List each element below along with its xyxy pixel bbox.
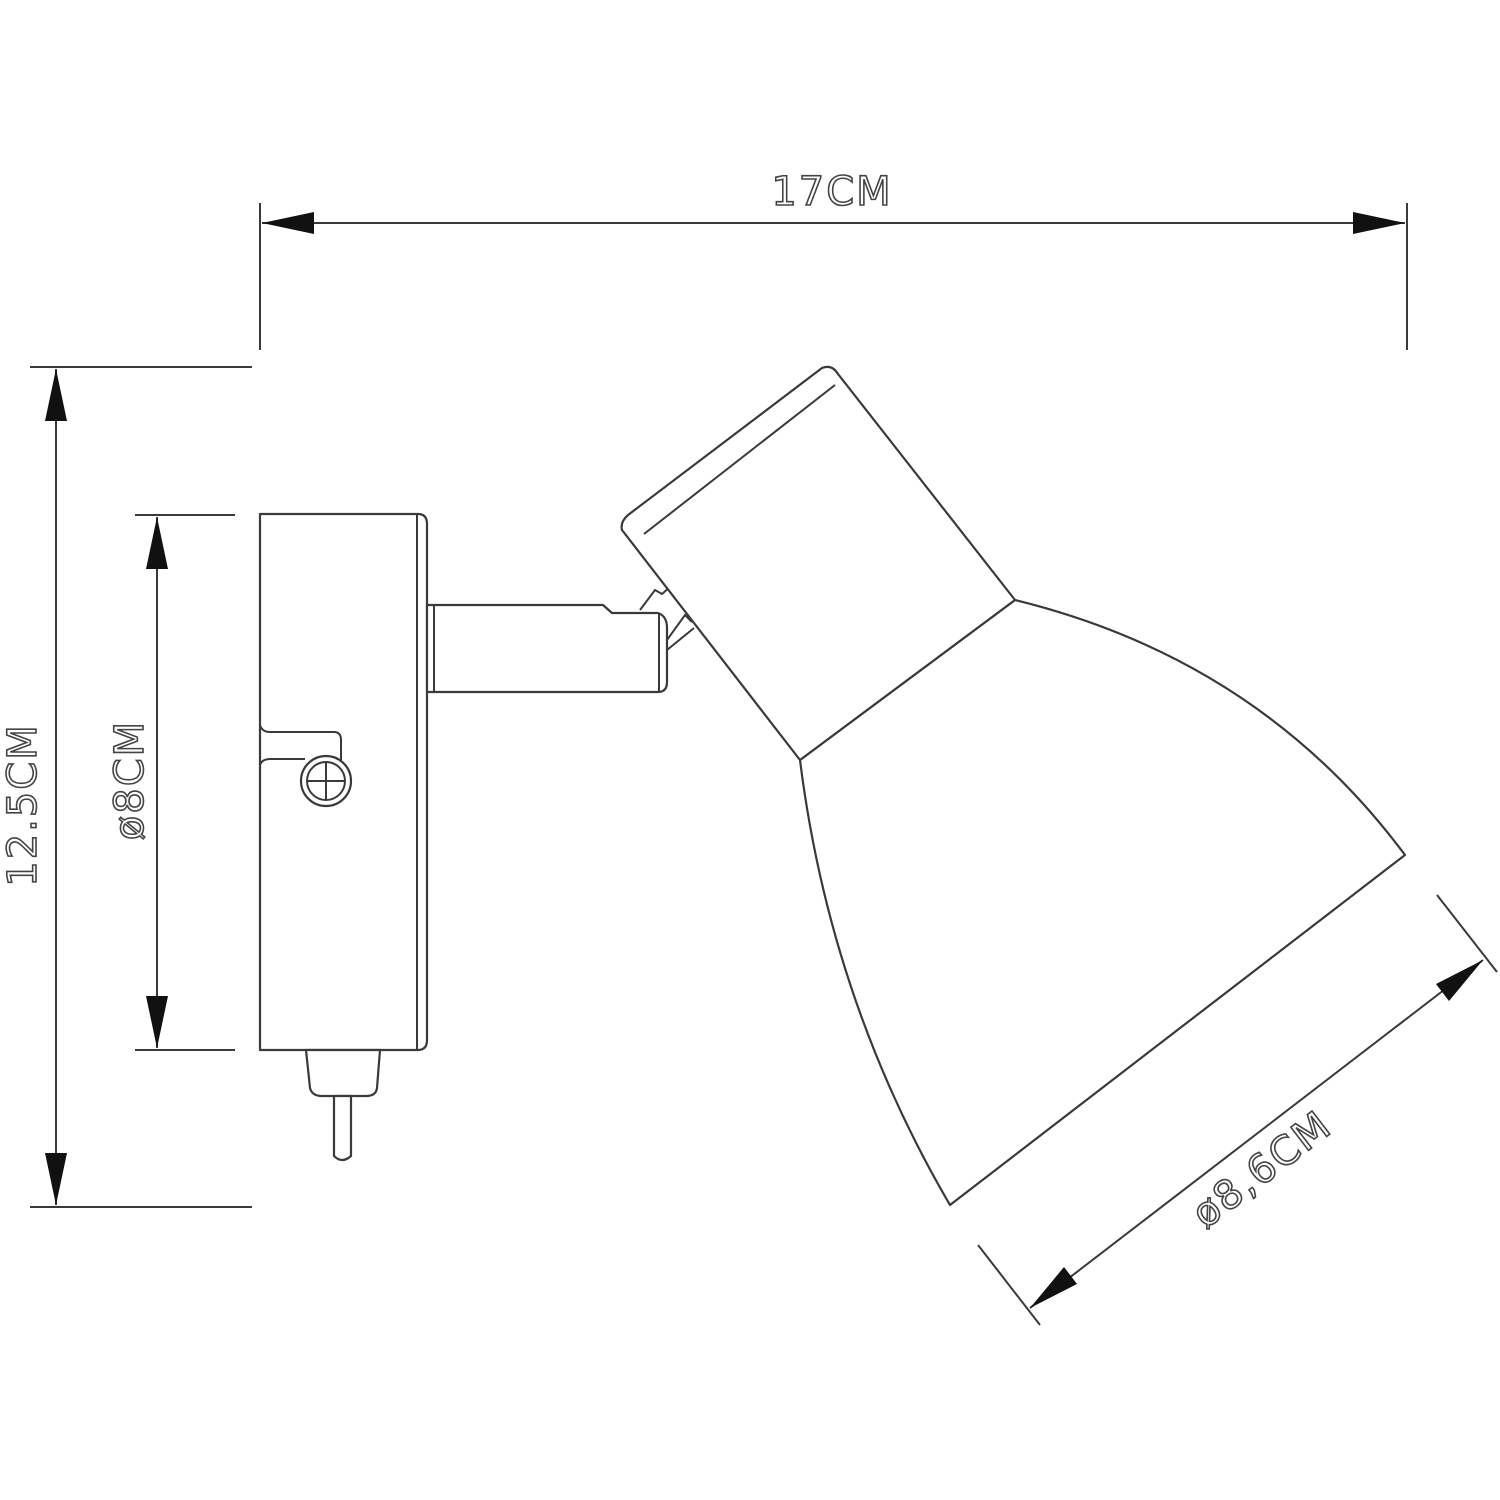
lamp-cap [620,365,1017,762]
switch-lever [332,1094,353,1162]
height-label: 12.5CM [0,723,46,887]
arrowhead-right [1353,212,1405,234]
lamp-head [620,365,1407,1207]
width-label: 17CM [771,169,892,215]
switch-bracket-lower [259,758,305,766]
arrowhead-top [45,369,67,421]
arrowhead-top [1436,960,1483,1001]
switch-housing [304,1048,382,1098]
extension-line-top [1436,894,1498,973]
lamp-shade [798,598,1407,1207]
height-dimension: 12.5CM [0,366,252,1208]
extension-line-bottom [977,1244,1041,1326]
base-diameter-dimension: ø8CM [106,514,235,1051]
arm-body [425,603,669,694]
arrowhead-bottom [146,996,168,1048]
screw-icon [299,754,353,808]
wall-base [258,512,429,1052]
arrowhead-left [262,212,314,234]
lamp-arm [425,583,695,694]
switch-bracket [259,724,342,760]
arrowhead-bottom [1030,1267,1077,1308]
base-diameter-label: ø8CM [107,720,153,840]
arrowhead-top [146,517,168,569]
cap-rim-line [643,384,836,535]
dimension-line [1029,959,1484,1309]
shade-diameter-label: ø8,6CM [1184,1102,1341,1237]
width-dimension: 17CM [259,168,1408,350]
toggle-switch [304,1048,382,1162]
arrowhead-bottom [45,1153,67,1205]
